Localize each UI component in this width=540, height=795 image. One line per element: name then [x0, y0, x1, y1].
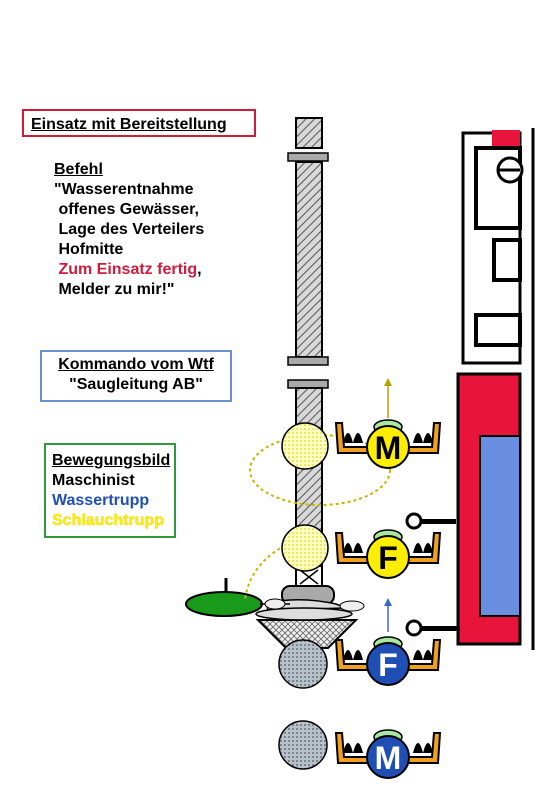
movement-maschinist: Maschinist [52, 472, 135, 489]
crew-letter: F [378, 540, 398, 576]
arrows [384, 378, 392, 632]
order-line: Lage des Verteilers [54, 221, 205, 238]
vehicle [456, 128, 535, 650]
strainer [255, 585, 359, 649]
crew-letter: F [378, 647, 398, 683]
movement-box: Bewegungsbild Maschinist Wassertrupp Sch… [44, 443, 176, 538]
position-marker [281, 524, 329, 572]
suction-hose [287, 117, 329, 587]
float-icon [185, 578, 365, 617]
order-ready: Zum Einsatz fertig [54, 261, 198, 278]
coupling-icon [405, 512, 423, 530]
crew-layer: M F F M [334, 419, 442, 779]
movement-schlauchtrupp: Schlauchtrupp [52, 512, 165, 529]
order-heading: Befehl [54, 161, 103, 178]
order-last: Melder zu mir!" [54, 281, 175, 298]
order-ready-suffix: , [197, 261, 202, 278]
crew-member: F [334, 636, 442, 686]
crew-head [366, 535, 410, 579]
crew-head [366, 735, 410, 779]
command-heading: Kommando vom Wtf [58, 356, 214, 373]
command-box: Kommando vom Wtf "Saugleitung AB" [40, 350, 232, 402]
position-markers [278, 422, 329, 770]
order-line: "Wasserentnahme [54, 181, 194, 198]
vehicle-step-lower [474, 313, 522, 347]
couplings [405, 512, 460, 637]
order-box: Befehl "Wasserentnahme offenes Gewässer,… [54, 160, 254, 300]
title-text: Einsatz mit Bereitstellung [31, 116, 227, 133]
position-marker [278, 639, 328, 689]
crew-member: M [334, 729, 442, 779]
movement-heading: Bewegungsbild [52, 452, 171, 469]
crew-head [366, 425, 410, 469]
vehicle-window [479, 435, 521, 617]
coupling-icon [405, 619, 423, 637]
crew-letter: M [375, 740, 402, 776]
order-line: offenes Gewässer, [54, 201, 199, 218]
title-box: Einsatz mit Bereitstellung [22, 109, 256, 137]
crew-head [366, 642, 410, 686]
crew-letter: M [375, 430, 402, 466]
order-line: Hofmitte [54, 241, 124, 258]
arrow-up-icon [384, 378, 392, 386]
position-marker [281, 422, 329, 470]
arrow-up-icon [384, 598, 392, 606]
position-marker [278, 720, 328, 770]
movement-wassertrupp: Wassertrupp [52, 492, 150, 509]
vehicle-step [492, 238, 522, 282]
crew-member: M [334, 419, 442, 469]
command-text: "Saugleitung AB" [69, 376, 203, 393]
crew-member: F [334, 529, 442, 579]
